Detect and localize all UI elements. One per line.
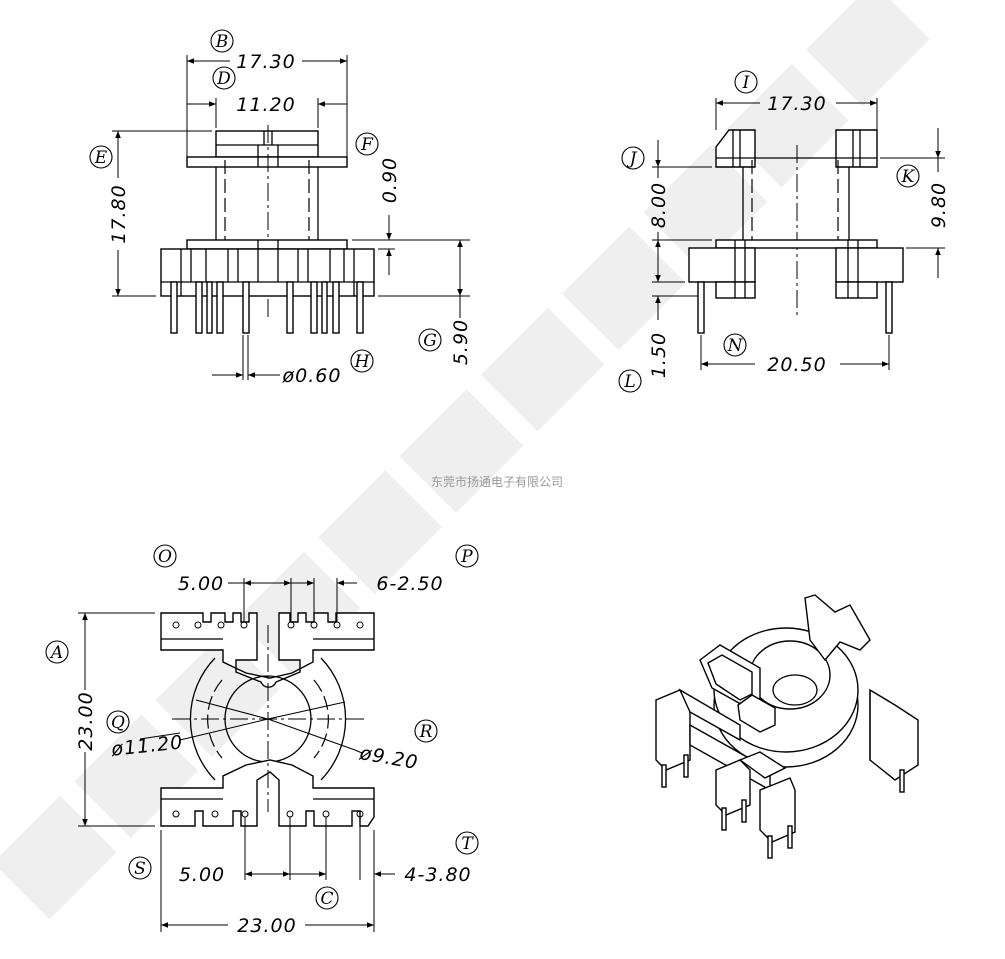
callout-i: I [742, 73, 750, 93]
dim-top-gap: 5.00 [178, 573, 224, 595]
side-view [652, 98, 945, 370]
callout-q: Q [111, 713, 125, 733]
callout-b: B [215, 32, 229, 52]
front-view-annotations: B D E F G H 17.30 11.20 17.80 0.90 5.90 … [89, 29, 472, 387]
callout-a: A [49, 643, 63, 663]
dim-flange: 0.90 [379, 157, 401, 203]
front-view [112, 55, 470, 380]
top-view [78, 578, 395, 932]
dim-width-top: 17.30 [767, 93, 826, 115]
callout-n: N [727, 336, 744, 356]
dim-total: 9.80 [928, 182, 950, 228]
callout-r: R [419, 722, 433, 742]
dim-top-pitch: 6-2.50 [376, 573, 443, 595]
callout-h: H [354, 352, 371, 372]
callout-k: K [901, 167, 916, 187]
callout-o: O [158, 547, 172, 567]
callout-s: S [134, 859, 146, 879]
company-caption: 东莞市扬通电子有限公司 [431, 474, 563, 489]
callout-d: D [216, 69, 231, 89]
callout-e: E [94, 148, 108, 168]
dim-height: 8.00 [648, 182, 670, 228]
callout-j: J [627, 149, 638, 169]
callout-g: G [423, 331, 437, 351]
dim-width: 23.00 [237, 915, 296, 937]
callout-c: C [320, 889, 333, 909]
dim-pin-span: 20.50 [767, 354, 826, 376]
callout-l: L [623, 372, 635, 392]
dim-core-width: 11.20 [236, 94, 295, 116]
dim-step: 1.50 [648, 332, 670, 378]
dim-bottom-pitch: 4-3.80 [404, 864, 471, 886]
dim-base-height: 5.90 [450, 319, 472, 365]
dim-height: 17.80 [108, 184, 130, 243]
callout-t: T [461, 834, 474, 854]
dim-bottom-gap: 5.00 [179, 864, 225, 886]
callout-f: F [360, 135, 374, 155]
dim-pin-dia: ø0.60 [282, 365, 342, 387]
dim-width-top: 17.30 [236, 51, 295, 73]
side-view-annotations: I J K L N 17.30 8.00 9.80 1.50 20.50 [618, 70, 950, 393]
dim-inner-dia: ø9.20 [357, 742, 420, 774]
dim-height: 23.00 [75, 691, 97, 750]
isometric-view [655, 594, 919, 859]
callout-p: P [460, 547, 473, 567]
